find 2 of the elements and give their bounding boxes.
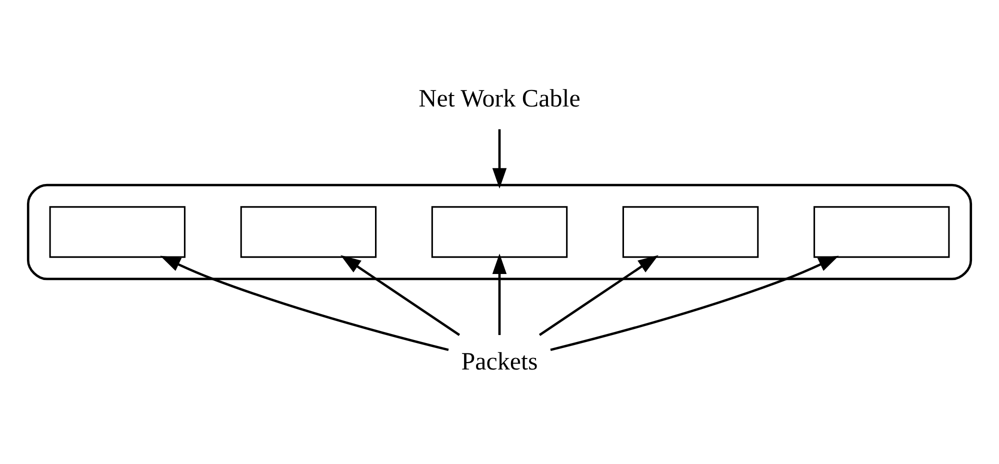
node-text: Packets (461, 348, 538, 376)
node-text: Net Work Cable (418, 85, 580, 112)
